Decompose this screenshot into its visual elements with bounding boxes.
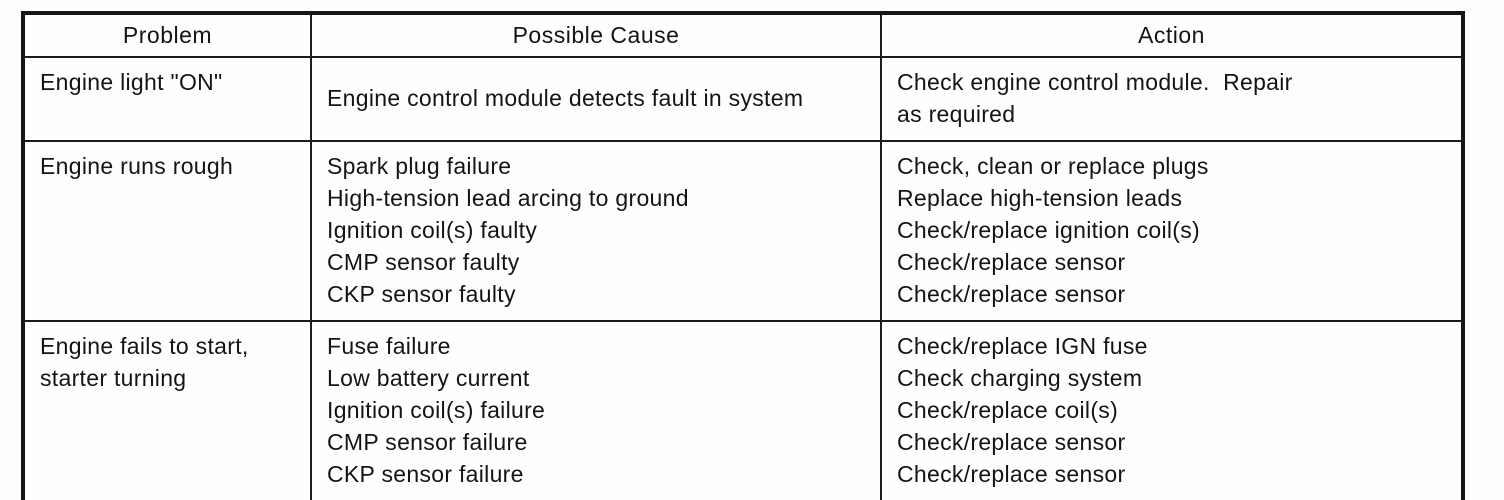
cell-line: Engine control module detects fault in s…: [327, 85, 804, 111]
cell-line: Ignition coil(s) failure: [327, 397, 546, 423]
problem-cell: Engine fails to start, starter turning: [22, 320, 312, 500]
column-header-problem: Problem: [22, 12, 312, 58]
cell-line: Low battery current: [327, 365, 530, 391]
cell-line: Check engine control module. Repair: [897, 69, 1293, 95]
cell-line: CKP sensor faulty: [327, 281, 516, 307]
cause-cell: Engine control module detects fault in s…: [310, 56, 882, 142]
cell-line: Engine light "ON": [40, 69, 223, 95]
cell-line: CMP sensor faulty: [327, 249, 520, 275]
cell-line: CMP sensor failure: [327, 429, 528, 455]
table-row: Engine light "ON" Engine control module …: [22, 56, 1464, 142]
troubleshooting-table: Problem Possible Cause Action Engine lig…: [21, 11, 1465, 500]
problem-cell: Engine runs rough: [22, 140, 312, 322]
cell-line: starter turning: [40, 365, 187, 391]
column-header-action: Action: [880, 12, 1464, 58]
cell-line: Check, clean or replace plugs: [897, 153, 1209, 179]
problem-cell: Engine light "ON": [22, 56, 312, 142]
table-header: Problem Possible Cause Action: [22, 12, 1464, 58]
table-body: Engine light "ON" Engine control module …: [22, 56, 1464, 500]
cell-line: CKP sensor failure: [327, 461, 524, 487]
action-cell: Check engine control module. Repair as re…: [880, 56, 1464, 142]
cell-line: Check/replace IGN fuse: [897, 333, 1148, 359]
cell-line: Check/replace sensor: [897, 429, 1126, 455]
cell-line: Replace high-tension leads: [897, 185, 1183, 211]
table-row: Engine fails to start, starter turning Fu…: [22, 320, 1464, 500]
cell-line: High-tension lead arcing to ground: [327, 185, 689, 211]
cell-line: Fuse failure: [327, 333, 451, 359]
header-row: Problem Possible Cause Action: [22, 12, 1464, 58]
cell-line: Engine fails to start,: [40, 333, 249, 359]
cell-line: Check/replace sensor: [897, 461, 1126, 487]
cell-line: Check/replace sensor: [897, 249, 1126, 275]
cell-line: Engine runs rough: [40, 153, 234, 179]
cell-line: Check charging system: [897, 365, 1143, 391]
cell-line: Spark plug failure: [327, 153, 512, 179]
cell-line: as required: [897, 101, 1016, 127]
cell-line: Check/replace ignition coil(s): [897, 217, 1201, 243]
cell-line: Check/replace coil(s): [897, 397, 1119, 423]
troubleshooting-table-container: Problem Possible Cause Action Engine lig…: [21, 11, 1465, 500]
cell-line: Check/replace sensor: [897, 281, 1126, 307]
cell-line: Ignition coil(s) faulty: [327, 217, 538, 243]
column-header-possible-cause: Possible Cause: [310, 12, 882, 58]
